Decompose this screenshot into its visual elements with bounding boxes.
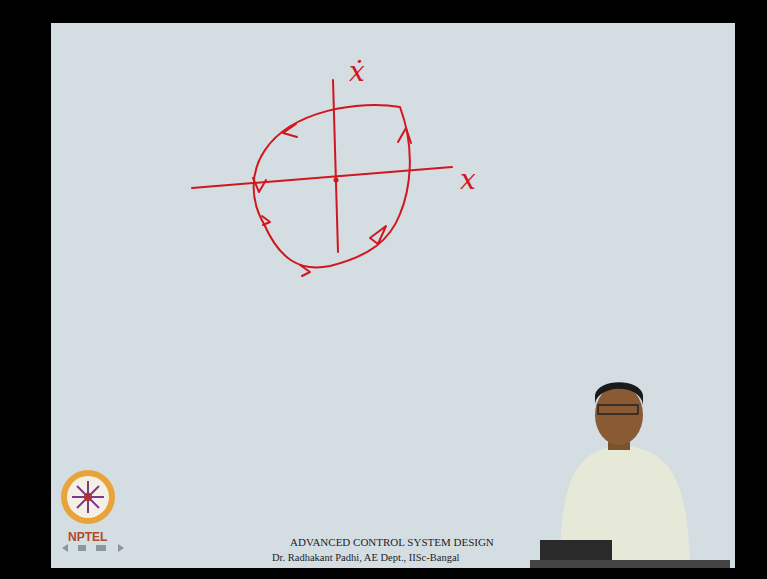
footer-author: Dr. Radhakant Padhi, AE Dept., IISc-Bang… <box>272 553 460 564</box>
logo-text: NPTEL <box>68 531 107 543</box>
axis-label: ẋ <box>349 58 365 86</box>
nptel-logo <box>61 470 115 524</box>
presenter <box>530 382 730 568</box>
axis-label: x <box>460 166 476 194</box>
footer-title: ADVANCED CONTROL SYSTEM DESIGN <box>290 537 494 548</box>
